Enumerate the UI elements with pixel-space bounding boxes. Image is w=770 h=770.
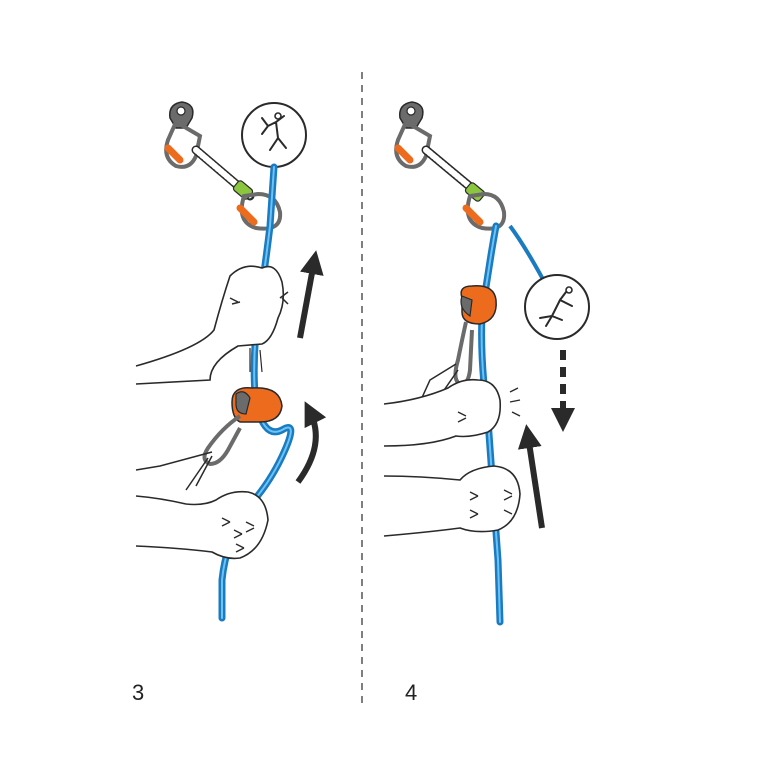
step-label-3: 3 [132, 680, 145, 705]
climber-icon [261, 115, 287, 151]
panel-4 [383, 101, 590, 626]
curved-arrow-icon [295, 401, 327, 484]
lower-hand-icon [135, 490, 269, 560]
upper-hand-icon [383, 378, 521, 447]
climber-bubble [524, 274, 590, 340]
lower-hand-icon [383, 465, 521, 537]
quickdraw-icon [394, 119, 507, 231]
climber-icon [539, 291, 573, 327]
belay-device-icon [135, 387, 283, 491]
belay-device-icon [419, 285, 497, 403]
arrow-up-icon [297, 250, 324, 339]
panel-3 [135, 101, 327, 622]
climber-bubble [241, 102, 307, 168]
arrow-up-icon [517, 424, 545, 529]
step-label-4: 4 [405, 680, 418, 705]
upper-hand-icon [135, 265, 289, 385]
